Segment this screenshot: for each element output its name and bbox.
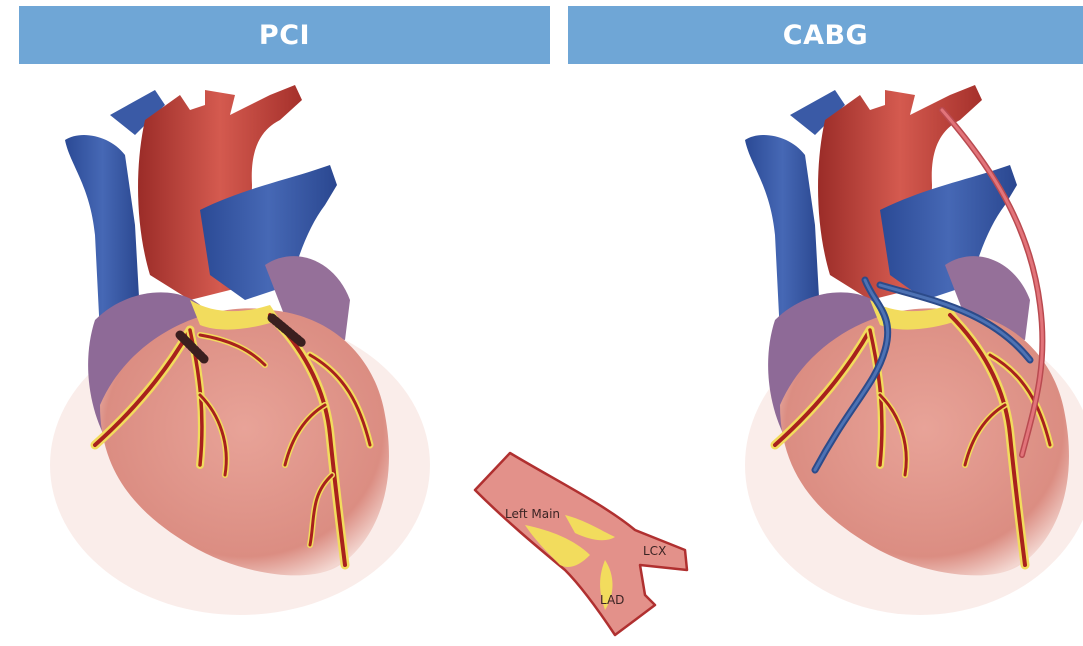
heart-pci-illustration bbox=[40, 75, 440, 635]
left-main-bifurcation-illustration: Left Main LCX LAD bbox=[465, 445, 695, 645]
left-main-label: Left Main bbox=[505, 507, 560, 521]
pci-title: PCI bbox=[259, 20, 310, 51]
cabg-panel-header: CABG bbox=[568, 6, 1083, 64]
heart-cabg-illustration bbox=[730, 75, 1083, 635]
lcx-label: LCX bbox=[643, 544, 666, 558]
lad-label: LAD bbox=[600, 593, 624, 607]
cabg-title: CABG bbox=[783, 20, 868, 51]
pci-panel-header: PCI bbox=[19, 6, 550, 64]
